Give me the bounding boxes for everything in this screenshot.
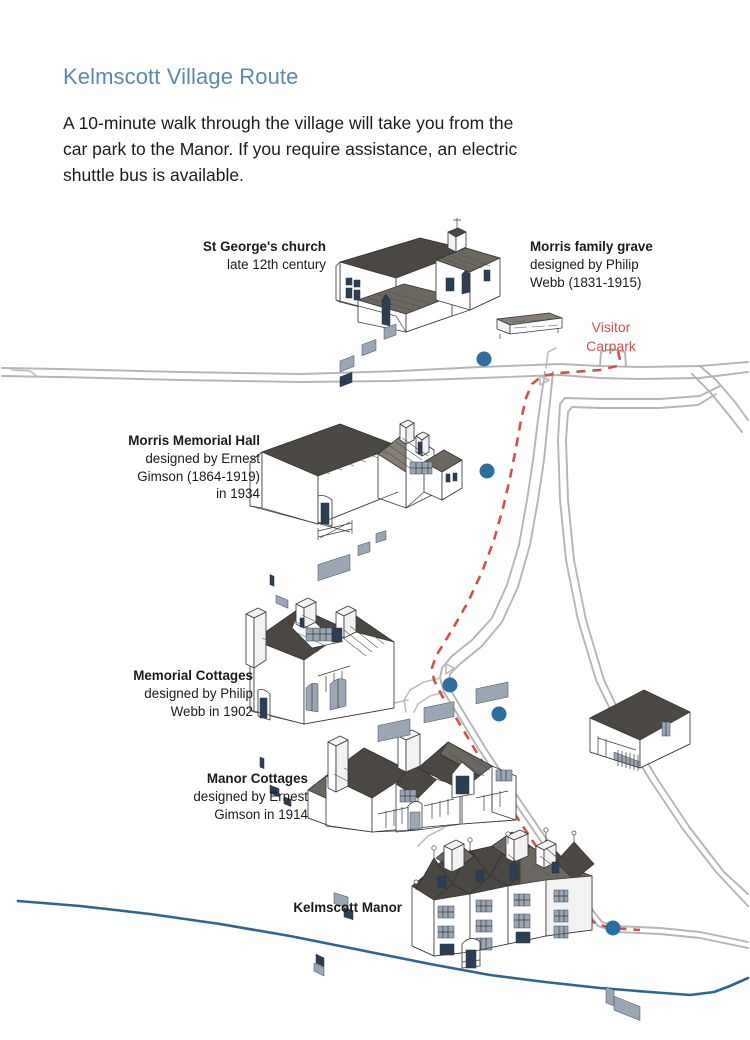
- st-georges-church: [335, 218, 501, 333]
- label-manor-cottages: Manor Cottages designed by Ernest Gimson…: [78, 770, 308, 823]
- label-morris-memorial-hall: Morris Memorial Hall designed by Ernest …: [30, 432, 260, 503]
- route-marker-church: [476, 351, 492, 367]
- label-morris-family-grave: Morris family grave designed by Philip W…: [530, 238, 730, 291]
- label-title: Memorial Cottages: [133, 668, 253, 683]
- label-st-georges-church: St George's church late 12th century: [106, 238, 326, 274]
- label-title: Morris family grave: [530, 239, 653, 254]
- route-marker-manor: [605, 920, 621, 936]
- river-thames: [16, 899, 750, 997]
- label-line: Carpark: [586, 337, 636, 354]
- label-line: Gimson (1864-1919): [137, 468, 260, 484]
- route-marker-hall: [479, 463, 495, 479]
- label-title: St George's church: [203, 239, 326, 254]
- manor-cottages: [307, 681, 517, 977]
- label-line: Webb (1831-1915): [530, 274, 642, 290]
- route-markers: [442, 351, 621, 936]
- label-line: in 1934: [216, 486, 260, 502]
- label-line: late 12th century: [226, 256, 326, 272]
- label-line: designed by Ernest: [193, 788, 308, 804]
- memorial-cottages: [245, 530, 395, 807]
- morris-family-grave: [496, 312, 563, 339]
- header-block: Kelmscott Village Route A 10-minute walk…: [63, 64, 563, 189]
- label-visitor-carpark: Visitor Carpark: [556, 318, 666, 356]
- route-marker-manorcott: [491, 706, 507, 722]
- page-title: Kelmscott Village Route: [63, 64, 299, 89]
- label-memorial-cottages: Memorial Cottages designed by Philip Web…: [23, 667, 253, 720]
- label-title: Visitor: [591, 319, 631, 335]
- walking-route: [430, 350, 641, 932]
- label-kelmscott-manor: Kelmscott Manor: [182, 899, 402, 917]
- label-line: designed by Philip: [144, 685, 253, 701]
- label-title: Manor Cottages: [206, 771, 308, 786]
- label-line: designed by Philip: [530, 256, 639, 272]
- label-line: Gimson in 1914: [214, 806, 308, 822]
- label-line: designed by Ernest: [145, 450, 260, 466]
- label-title: Kelmscott Manor: [293, 900, 402, 915]
- label-line: Webb in 1902: [170, 703, 253, 719]
- route-marker-memorial: [442, 677, 458, 693]
- intro-paragraph: A 10-minute walk through the village wil…: [63, 113, 518, 185]
- label-title: Morris Memorial Hall: [128, 433, 260, 448]
- barn: [589, 689, 691, 1021]
- morris-memorial-hall: [249, 323, 463, 609]
- kelmscott-manor: [411, 827, 595, 969]
